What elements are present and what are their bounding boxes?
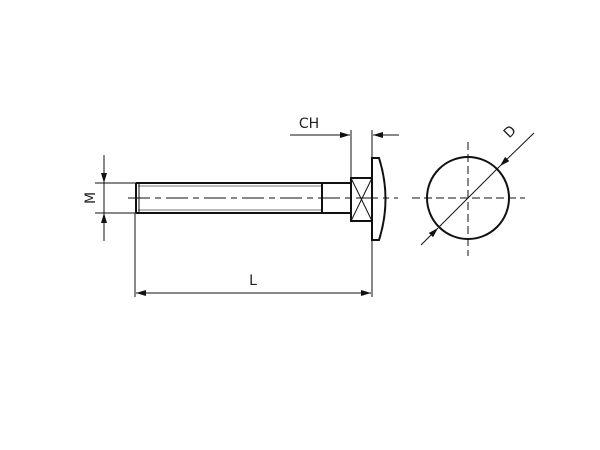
bolt-head (371, 157, 387, 241)
ch-label: CH (299, 116, 319, 132)
d-dimension (420, 132, 535, 246)
square-neck (350, 177, 373, 222)
m-label: M (83, 192, 99, 204)
end-view: D (412, 123, 535, 256)
ch-dimension (290, 130, 399, 178)
m-dimension (95, 155, 136, 241)
l-label: L (249, 273, 257, 289)
l-dimension (134, 213, 373, 297)
d-label: D (501, 123, 520, 142)
side-view (128, 157, 398, 241)
